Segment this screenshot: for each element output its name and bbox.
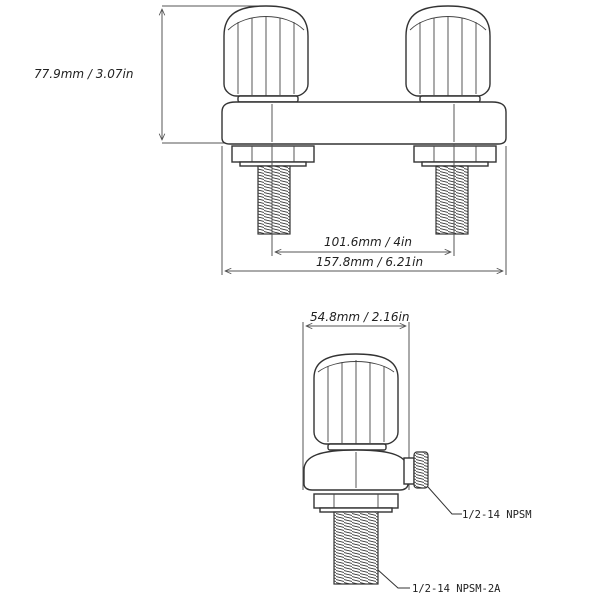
left-threaded-shank: [257, 165, 291, 235]
height-dimension: 77.9mm / 3.07in: [34, 5, 265, 144]
side-depth-dimension: 54.8mm / 2.16in: [302, 310, 410, 490]
outlet-thread-callout: 1/2-14 NPSM: [427, 486, 532, 521]
side-depth-label: 54.8mm / 2.16in: [310, 310, 409, 324]
front-view: 77.9mm / 3.07in: [34, 5, 507, 275]
inlet-thread-label: 1/2-14 NPSM-2A: [412, 583, 501, 595]
right-threaded-shank: [435, 165, 469, 235]
side-mounting-nut: [313, 493, 399, 513]
outlet-fitting: [403, 451, 429, 489]
overall-width-dimension: 157.8mm / 6.21in: [221, 146, 507, 275]
height-dimension-label: 77.9mm / 3.07in: [34, 67, 133, 81]
inlet-thread-callout: 1/2-14 NPSM-2A: [377, 569, 501, 595]
left-mounting-nut: [231, 145, 315, 167]
side-body: [303, 449, 409, 491]
right-mounting-nut: [413, 145, 497, 167]
side-handle-knob: [313, 353, 399, 451]
left-handle-knob: [223, 5, 309, 103]
center-spacing-label: 101.6mm / 4in: [324, 235, 412, 249]
outlet-thread-label: 1/2-14 NPSM: [462, 509, 532, 521]
side-threaded-shank: [333, 511, 379, 585]
side-view: 54.8mm / 2.16in: [302, 310, 532, 595]
right-handle-knob: [405, 5, 491, 103]
center-spacing-dimension: 101.6mm / 4in: [271, 144, 455, 256]
faucet-base-body: [221, 101, 507, 145]
overall-width-label: 157.8mm / 6.21in: [316, 255, 423, 269]
